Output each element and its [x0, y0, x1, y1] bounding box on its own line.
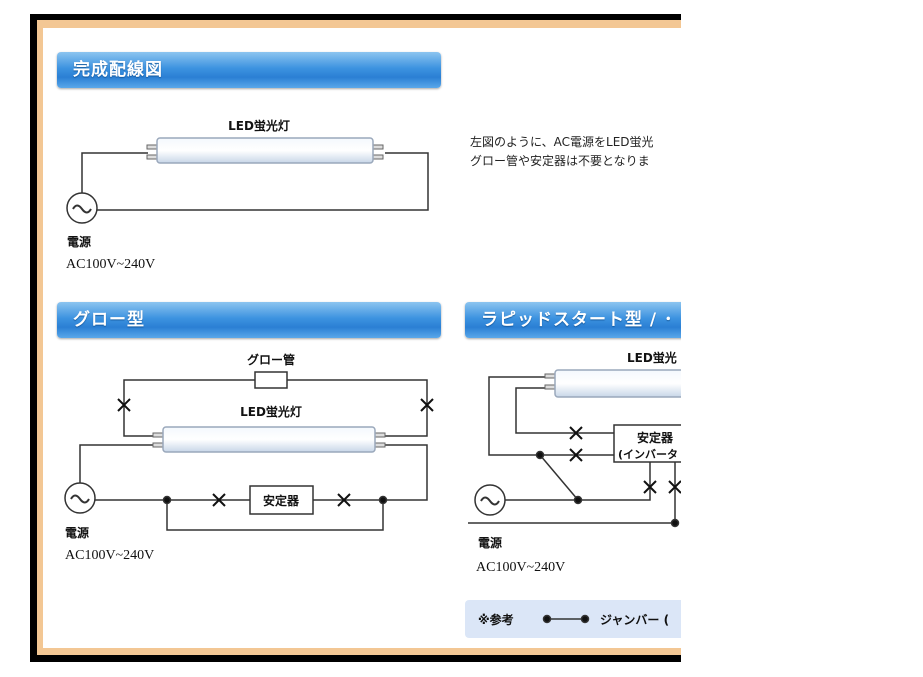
ballast-label: 安定器 — [637, 430, 674, 445]
diagram-shape — [643, 480, 657, 494]
jumper-wire — [539, 454, 579, 501]
glow-starter-label: グロー管 — [247, 352, 295, 367]
complete-wiring-header: 完成配線図 — [57, 52, 441, 88]
diagram-shape — [372, 154, 384, 160]
sine-icon — [72, 204, 92, 214]
diagram-shape — [420, 398, 434, 412]
junction-dot — [378, 495, 388, 505]
led-tube-icon — [554, 369, 681, 398]
sine-icon — [70, 494, 90, 504]
wire — [79, 444, 158, 483]
wire — [81, 152, 148, 193]
jumper-wire — [166, 500, 384, 531]
tube-pins-icon — [146, 144, 384, 160]
diagram-shape — [580, 614, 590, 624]
reference-label: ※参考 — [478, 612, 514, 627]
ballast-sub-label: (インバータ — [618, 448, 678, 461]
description-line-1: 左図のように、AC電源をLED蛍光 — [470, 135, 654, 149]
led-tube-icon — [162, 426, 376, 453]
diagram-shape — [117, 398, 131, 412]
tube-label: LED蛍光灯 — [240, 404, 302, 419]
rapid-start-header: ラピッドスタート型 / ･ — [465, 302, 681, 338]
junction-dot — [535, 450, 545, 460]
rapid-start-diagram — [468, 369, 681, 528]
sine-icon — [480, 496, 500, 506]
glow-type-diagram — [64, 371, 434, 531]
junction-dot — [573, 495, 583, 505]
diagram-shape — [146, 144, 158, 150]
diagram-shape — [668, 480, 681, 494]
diagram-shape — [152, 432, 164, 438]
wire — [488, 376, 615, 456]
led-tube-icon — [156, 137, 374, 164]
jumper-legend-icon — [542, 614, 590, 624]
diagram-shape — [569, 426, 583, 440]
diagram-shape — [146, 154, 158, 160]
wire — [505, 462, 651, 501]
tube-label: LED蛍光灯 — [228, 118, 290, 133]
tube-pins-icon — [544, 373, 556, 390]
diagram-shape — [337, 493, 351, 507]
jumper-label: ジャンバー ( — [600, 613, 669, 627]
diagram-canvas: 完成配線図 グロー型 ラピッドスタート型 / ･ 左図のように、AC電源をLED… — [30, 14, 681, 662]
diagram-shape — [374, 442, 386, 448]
diagram-shape — [544, 384, 556, 390]
diagram-shape — [544, 373, 556, 379]
ballast-box — [249, 485, 314, 515]
diagram-shape — [152, 442, 164, 448]
voltage-label: AC100V~240V — [65, 548, 154, 563]
ballast-box — [613, 424, 681, 463]
ballast-label: 安定器 — [263, 493, 300, 508]
glow-starter-icon — [254, 371, 288, 389]
power-label: 電源 — [67, 234, 91, 249]
power-label: 電源 — [478, 535, 502, 550]
wiring-diagrams: LED蛍光灯 電源 AC100V~240V グロー管 LED蛍光灯 安定器 電源… — [64, 118, 681, 627]
complete-wiring-diagram — [66, 137, 429, 224]
diagram-shape — [374, 432, 386, 438]
junction-dot — [670, 518, 680, 528]
power-label: 電源 — [65, 525, 89, 540]
wire — [515, 387, 615, 434]
voltage-label: AC100V~240V — [66, 257, 155, 272]
diagram-shape — [372, 144, 384, 150]
junction-dot — [162, 495, 172, 505]
diagram-shape — [569, 448, 583, 462]
diagram-shape — [212, 493, 226, 507]
tube-label: LED蛍光 — [627, 350, 677, 365]
diagram-shape — [64, 137, 681, 624]
description-line-2: グロー管や安定器は不要となりま — [470, 154, 650, 168]
wire — [97, 152, 429, 211]
diagram-shape — [542, 614, 552, 624]
cut-mark-icon — [569, 426, 681, 494]
voltage-label: AC100V~240V — [476, 560, 565, 575]
content-area — [43, 28, 681, 648]
cut-mark-icon — [117, 398, 434, 507]
glow-type-header: グロー型 — [57, 302, 441, 338]
